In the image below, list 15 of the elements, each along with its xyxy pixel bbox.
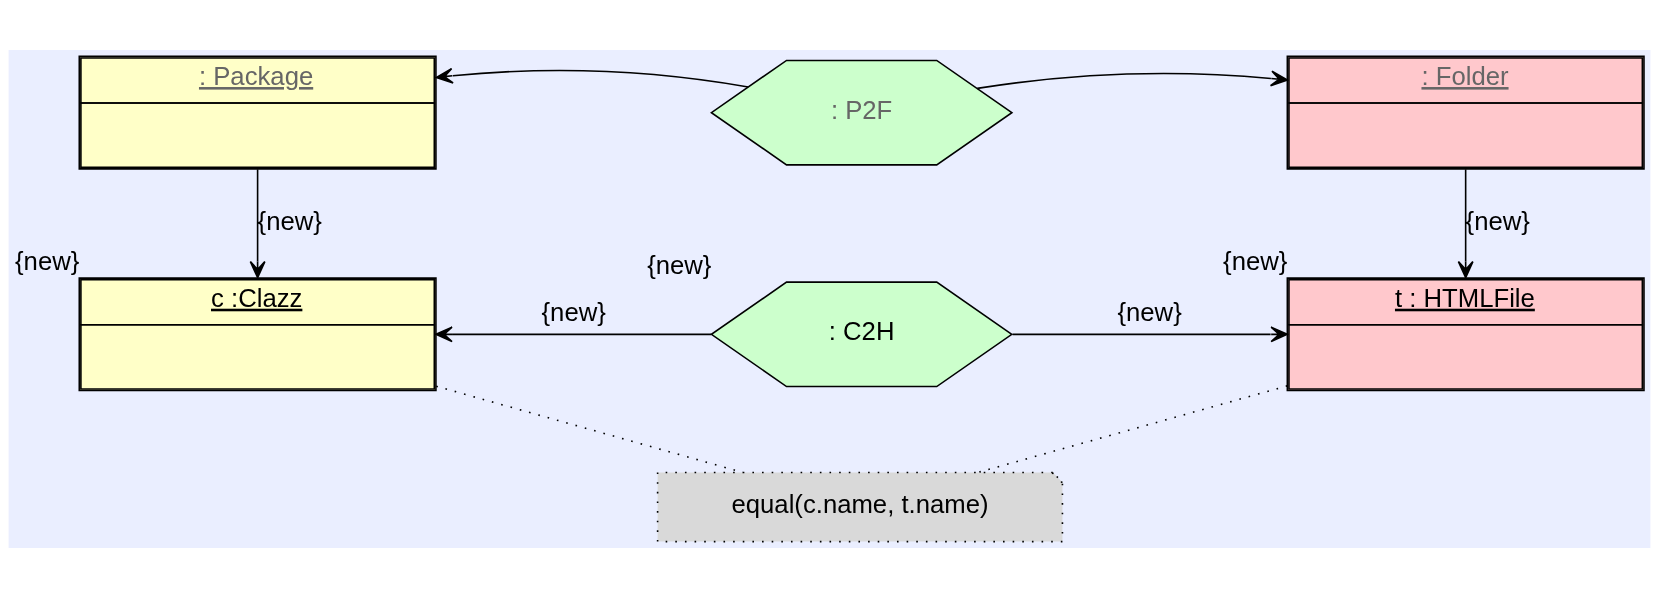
arrow [1457, 168, 1474, 278]
node-label: {new} [647, 250, 712, 279]
edge-label: {new} [1117, 297, 1182, 326]
edge-label: {new} [257, 206, 322, 235]
connector [435, 384, 744, 473]
edge-label: {new} [541, 297, 606, 326]
arrow [976, 69, 1289, 89]
edge-label: {new} [1465, 206, 1530, 235]
connector [977, 384, 1289, 473]
arrow [1011, 325, 1288, 342]
node-label: {new} [15, 246, 80, 275]
node-label: {new} [1223, 246, 1288, 275]
arrow [249, 168, 266, 278]
arrow [435, 325, 712, 342]
arrow [435, 67, 750, 88]
